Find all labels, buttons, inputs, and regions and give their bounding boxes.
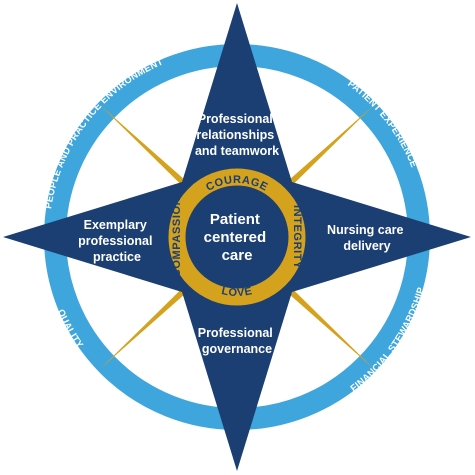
arm-right-label: Nursing care delivery	[327, 223, 407, 253]
center-label: Patient centered care	[204, 211, 271, 264]
arm-top-label: Professional relationships and teamwork	[195, 112, 279, 158]
arm-left-label: Exemplary professional practice	[78, 218, 156, 264]
value-integrity: INTEGRITY	[291, 205, 303, 269]
value-compassion: COMPASSION	[171, 197, 183, 277]
values-ring	[168, 168, 306, 306]
arm-bottom-label: Professional governance	[198, 326, 277, 356]
value-love: LOVE	[220, 285, 253, 299]
navy-star	[3, 3, 471, 471]
